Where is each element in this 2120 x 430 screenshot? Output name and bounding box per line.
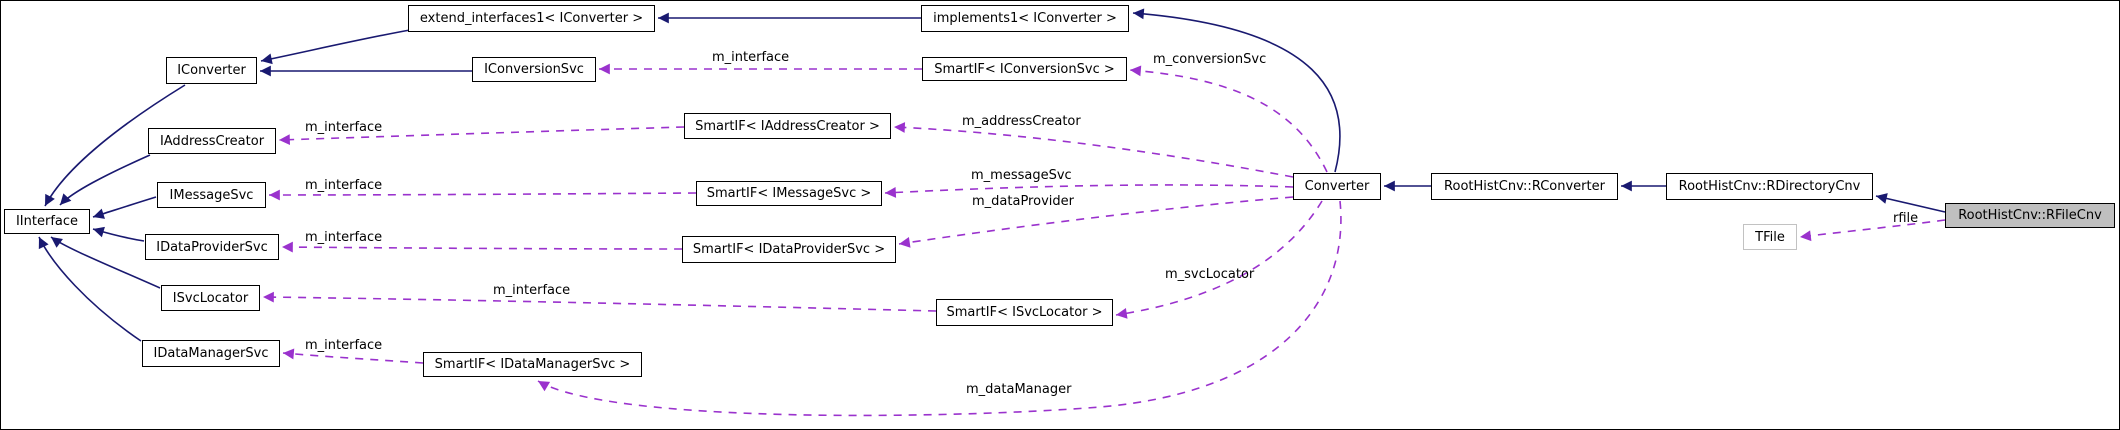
node-smartif-imessagesvc[interactable]: SmartIF< IMessageSvc > <box>696 181 882 206</box>
edge-label-m-interface-idataprovidersvc: m_interface <box>305 230 383 245</box>
inheritance-edge-converter-to-implements1 <box>1132 8 1341 173</box>
edge-label-m-dataprovider: m_dataProvider <box>972 194 1074 209</box>
usage-edge-converter-to-smartif-idatamanagersvc <box>537 200 1342 417</box>
usage-edge-smartif-idatamanagersvc-to-idatamanagersvc <box>282 348 424 364</box>
node-idataprovidersvc[interactable]: IDataProviderSvc <box>145 234 279 260</box>
inheritance-edge-rfilecnv-to-rdirectorycnv <box>1875 193 1946 213</box>
edge-label-m-interface-iaddresscreator: m_interface <box>305 120 383 135</box>
edge-label-m-messagesvc: m_messageSvc <box>971 168 1072 183</box>
usage-edge-converter-to-smartif-isvclocator <box>1115 200 1323 319</box>
node-iinterface[interactable]: IInterface <box>4 209 90 234</box>
edge-label-m-addresscreator: m_addressCreator <box>962 114 1081 129</box>
node-smartif-iconversionsvc[interactable]: SmartIF< IConversionSvc > <box>922 57 1127 81</box>
inheritance-edge-extend-interfaces1-to-iconverter <box>260 29 411 65</box>
node-roothistcnv-rdirectorycnv[interactable]: RootHistCnv::RDirectoryCnv <box>1666 173 1873 200</box>
inheritance-edge-idataprovidersvc-to-iinterface <box>92 226 145 242</box>
inheritance-edge-idatamanagersvc-to-iinterface <box>38 236 142 342</box>
node-iconversionsvc[interactable]: IConversionSvc <box>472 57 596 82</box>
node-implements1[interactable]: implements1< IConverter > <box>921 5 1129 32</box>
usage-edge-converter-to-smartif-iconversionsvc <box>1129 65 1328 173</box>
edge-label-rfile: rfile <box>1893 211 1919 226</box>
node-iaddresscreator[interactable]: IAddressCreator <box>148 128 276 154</box>
node-idatamanagersvc[interactable]: IDataManagerSvc <box>142 340 280 367</box>
node-smartif-isvclocator[interactable]: SmartIF< ISvcLocator > <box>936 299 1113 326</box>
usage-edge-converter-to-smartif-imessagesvc <box>884 184 1294 198</box>
edge-label-m-interface-imessagesvc: m_interface <box>305 178 383 193</box>
node-extend-interfaces1[interactable]: extend_interfaces1< IConverter > <box>408 5 655 32</box>
edge-label-m-interface-isvclocator: m_interface <box>493 283 571 298</box>
edge-label-m-datamanager: m_dataManager <box>966 382 1072 397</box>
edge-label-m-interface-iconversionsvc: m_interface <box>712 50 790 65</box>
node-roothistcnv-rconverter[interactable]: RootHistCnv::RConverter <box>1431 173 1618 200</box>
usage-edge-converter-to-smartif-idataprovidersvc <box>898 196 1294 248</box>
edge-label-m-interface-idatamanagersvc: m_interface <box>305 338 383 353</box>
usage-edge-converter-to-smartif-iaddresscreator <box>893 122 1294 178</box>
usage-edge-smartif-imessagesvc-to-imessagesvc <box>268 189 697 201</box>
usage-edge-smartif-idataprovidersvc-to-idataprovidersvc <box>281 241 683 253</box>
node-isvclocator[interactable]: ISvcLocator <box>161 285 260 311</box>
usage-edge-rfilecnv-to-tfile <box>1799 219 1946 242</box>
inheritance-edge-isvclocator-to-iinterface <box>50 236 161 289</box>
node-iconverter[interactable]: IConverter <box>166 57 257 84</box>
node-smartif-idataprovidersvc[interactable]: SmartIF< IDataProviderSvc > <box>682 236 896 263</box>
node-imessagesvc[interactable]: IMessageSvc <box>157 182 266 208</box>
inheritance-edge-iconverter-to-iinterface <box>44 84 186 207</box>
usage-edge-smartif-isvclocator-to-isvclocator <box>262 291 937 312</box>
node-tfile[interactable]: TFile <box>1743 224 1797 250</box>
node-roothistcnv-rfilecnv-current: RootHistCnv::RFileCnv <box>1945 203 2115 228</box>
inheritance-edge-imessagesvc-to-iinterface <box>92 196 157 219</box>
node-smartif-idatamanagersvc[interactable]: SmartIF< IDataManagerSvc > <box>423 352 642 377</box>
node-converter[interactable]: Converter <box>1293 173 1381 200</box>
inheritance-edge-iaddresscreator-to-iinterface <box>59 154 151 206</box>
edge-label-m-conversionsvc: m_conversionSvc <box>1153 52 1267 67</box>
node-smartif-iaddresscreator[interactable]: SmartIF< IAddressCreator > <box>684 113 891 139</box>
edge-label-m-svclocator: m_svcLocator <box>1165 267 1255 282</box>
